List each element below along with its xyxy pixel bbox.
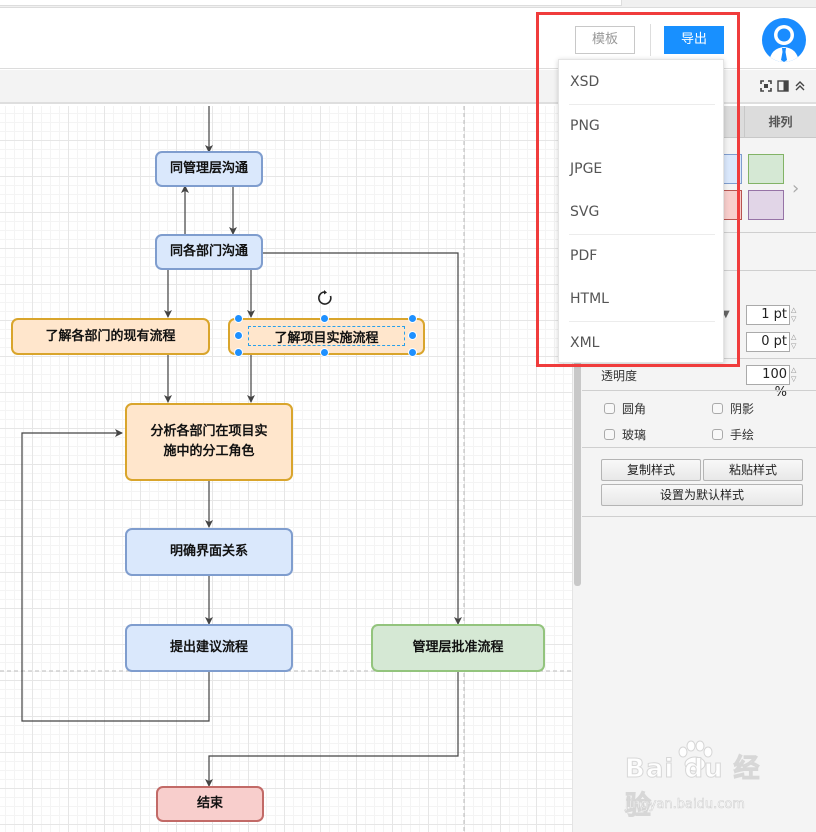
node-end[interactable]: 结束: [156, 786, 264, 822]
paste-style-button[interactable]: 粘贴样式: [703, 459, 803, 481]
node-dept-communication[interactable]: 同各部门沟通: [155, 234, 263, 270]
baidu-watermark: Bai du 经验 jingyan.baidu.com: [623, 740, 773, 822]
perimeter-spinner[interactable]: 0 pt △▽: [746, 332, 801, 352]
perimeter-input[interactable]: 0 pt: [746, 332, 790, 352]
color-swatch-purple[interactable]: [748, 190, 784, 220]
spinner-arrows-icon[interactable]: △▽: [791, 333, 797, 350]
node-mgmt-communication[interactable]: 同管理层沟通: [155, 151, 263, 187]
set-default-style-button[interactable]: 设置为默认样式: [601, 484, 803, 506]
resize-handle-w[interactable]: [234, 331, 243, 340]
resize-handle-s[interactable]: [320, 348, 329, 357]
opacity-input[interactable]: 100 %: [746, 365, 790, 400]
panel-divider: [582, 390, 816, 391]
next-styles-chevron-icon[interactable]: ›: [792, 178, 800, 199]
rotate-handle-icon[interactable]: [317, 290, 333, 306]
export-option-pdf[interactable]: PDF: [570, 248, 598, 264]
node-propose-process[interactable]: 提出建议流程: [125, 624, 293, 672]
export-option-jpge[interactable]: JPGE: [570, 161, 603, 177]
panel-divider: [582, 516, 816, 517]
spinner-arrows-icon[interactable]: △▽: [791, 366, 797, 383]
edge-dept-to-approve[interactable]: [263, 252, 462, 625]
checkbox-sketch[interactable]: 手绘: [712, 426, 754, 443]
app-header: 模板 导出: [0, 9, 816, 69]
user-avatar[interactable]: [762, 18, 806, 62]
selected-label-box[interactable]: [248, 326, 405, 346]
node-define-interfaces[interactable]: 明确界面关系: [125, 528, 293, 576]
color-swatch-green[interactable]: [748, 154, 784, 184]
resize-handle-sw[interactable]: [234, 348, 243, 357]
diagram-canvas[interactable]: 同管理层沟通 同各部门沟通 了解各部门的现有流程 了解项目实施流程 分析各部门在…: [0, 106, 572, 832]
checkbox-glass-label: 玻璃: [622, 428, 647, 442]
baidu-paw-icon: [678, 740, 713, 772]
line-width-input[interactable]: 1 pt: [746, 305, 790, 325]
watermark-url: jingyan.baidu.com: [625, 797, 746, 813]
node-project-process-label: 了解项目实施流程: [274, 331, 379, 346]
node-current-process[interactable]: 了解各部门的现有流程: [11, 318, 210, 355]
spinner-arrows-icon[interactable]: △▽: [791, 306, 797, 323]
export-option-png[interactable]: PNG: [570, 118, 600, 134]
edge-propose-loop-back[interactable]: [21, 429, 210, 722]
export-option-html[interactable]: HTML: [570, 291, 609, 307]
resize-handle-n[interactable]: [320, 314, 329, 323]
menu-divider: [569, 234, 715, 235]
template-button[interactable]: 模板: [575, 26, 635, 54]
checkbox-rounded-label: 圆角: [622, 402, 647, 416]
resize-handle-nw[interactable]: [234, 314, 243, 323]
format-panel-icon[interactable]: [777, 80, 789, 92]
export-dropdown-menu: XSD PNG JPGE SVG PDF HTML XML: [558, 59, 724, 363]
panel-divider: [582, 447, 816, 448]
menu-divider: [569, 104, 715, 105]
line-style-dropdown-arrow-icon[interactable]: ▼: [722, 309, 730, 320]
header-divider: [650, 24, 651, 56]
checkbox-shadow-label: 阴影: [730, 402, 755, 416]
opacity-spinner[interactable]: 100 % △▽: [746, 365, 801, 400]
watermark-brand: Bai du 经验: [625, 754, 761, 822]
export-button[interactable]: 导出: [664, 26, 724, 54]
line-width-spinner[interactable]: 1 pt △▽: [746, 305, 801, 325]
node-approve-process[interactable]: 管理层批准流程: [371, 624, 545, 672]
export-option-xsd[interactable]: XSD: [570, 74, 600, 90]
tab-arrange[interactable]: 排列: [744, 106, 816, 138]
checkbox-shadow[interactable]: 阴影: [712, 400, 754, 417]
opacity-label: 透明度: [601, 369, 638, 383]
checkbox-sketch-label: 手绘: [730, 428, 755, 442]
browser-top-strip: [0, 0, 816, 8]
edge-approve-to-end[interactable]: [205, 672, 459, 787]
user-icon: [769, 25, 799, 62]
menu-divider: [569, 321, 715, 322]
fit-screen-icon[interactable]: [760, 80, 772, 92]
resize-handle-ne[interactable]: [408, 314, 417, 323]
export-option-svg[interactable]: SVG: [570, 204, 600, 220]
checkbox-rounded[interactable]: 圆角: [604, 400, 646, 417]
node-analyze-roles[interactable]: 分析各部门在项目实施中的分工角色: [125, 403, 293, 481]
copy-style-button[interactable]: 复制样式: [601, 459, 701, 481]
checkbox-glass[interactable]: 玻璃: [604, 426, 646, 443]
resize-handle-se[interactable]: [408, 348, 417, 357]
export-option-xml[interactable]: XML: [570, 335, 600, 351]
resize-handle-e[interactable]: [408, 331, 417, 340]
collapse-icon[interactable]: [794, 80, 806, 92]
